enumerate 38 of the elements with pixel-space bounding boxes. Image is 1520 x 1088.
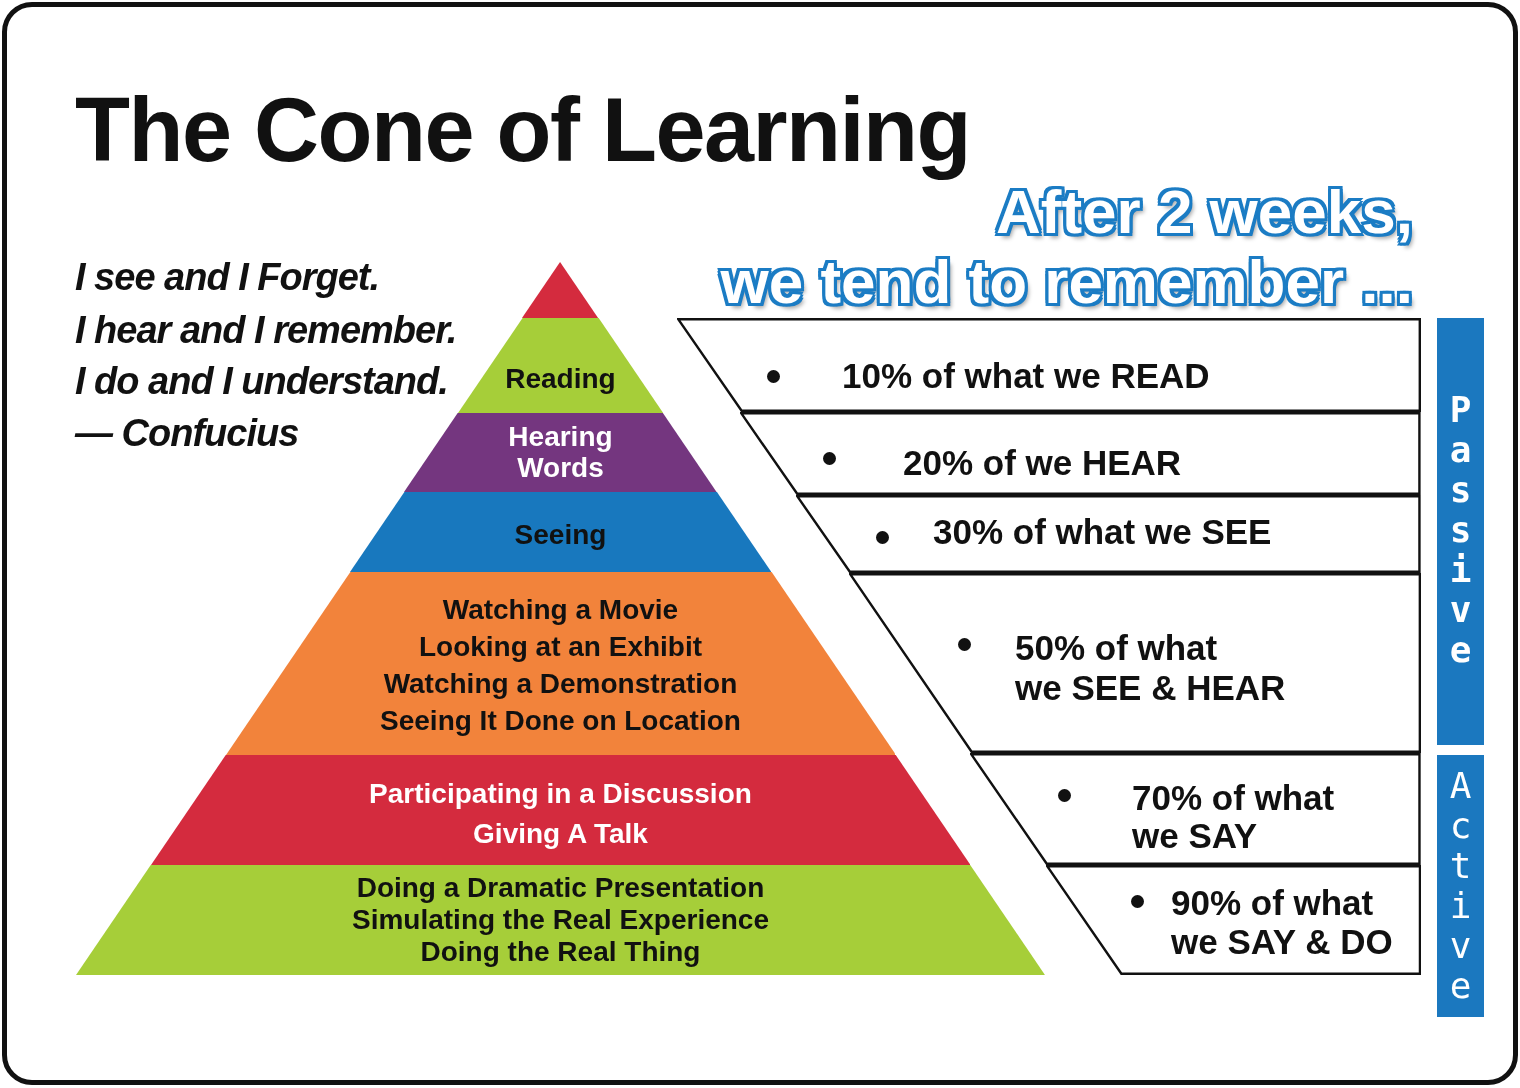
quote-line: — Confucius [75, 411, 299, 456]
pyramid-band [457, 318, 664, 413]
banner-label: Passive [1448, 390, 1473, 670]
retention-row [970, 753, 1421, 865]
band-label: Reading [505, 361, 616, 396]
pyramid-band [150, 755, 971, 865]
band-label: Doing the Real Thing [420, 936, 701, 968]
retention-row [740, 412, 1421, 495]
quote-line: I do and I understand. [75, 359, 448, 404]
band-label: Doing a Dramatic Presentation [356, 872, 765, 904]
retention-text: 70% of what we SAY [1132, 779, 1335, 855]
retention-row [796, 495, 1421, 573]
band-label: Seeing It Done on Location [380, 703, 741, 738]
band-label: Looking at an Exhibit [418, 629, 703, 664]
banner [1437, 318, 1484, 745]
pyramid-band [225, 572, 896, 755]
pyramid-tip [522, 262, 599, 318]
pyramid-band [404, 413, 717, 492]
retention-text: 90% of what we SAY & DO [1171, 883, 1393, 961]
banner-label: Active [1448, 766, 1473, 1006]
quote-line: I see and I Forget. [75, 255, 380, 300]
title: The Cone of Learning [75, 79, 970, 182]
band-label: Hearing Words [508, 421, 613, 483]
band-label: Simulating the Real Experience [351, 904, 769, 936]
quote-line: I hear and I remember. [75, 308, 457, 353]
retention-text: 10% of what we READ [842, 356, 1210, 396]
band-label: Participating in a Discussion [369, 777, 752, 811]
retention-row [677, 318, 1421, 412]
retention-row [1045, 865, 1421, 975]
pyramid-band [76, 865, 1045, 975]
band-label: Watching a Demonstration [383, 666, 738, 701]
retention-text: 50% of what we SEE & HEAR [1015, 628, 1286, 708]
band-label: Watching a Movie [442, 592, 679, 627]
retention-text: 20% of we HEAR [903, 443, 1182, 483]
banner [1437, 755, 1484, 1017]
band-label: Seeing [514, 517, 607, 552]
band-label: Giving A Talk [473, 817, 648, 851]
retention-text: 30% of what we SEE [933, 512, 1272, 552]
